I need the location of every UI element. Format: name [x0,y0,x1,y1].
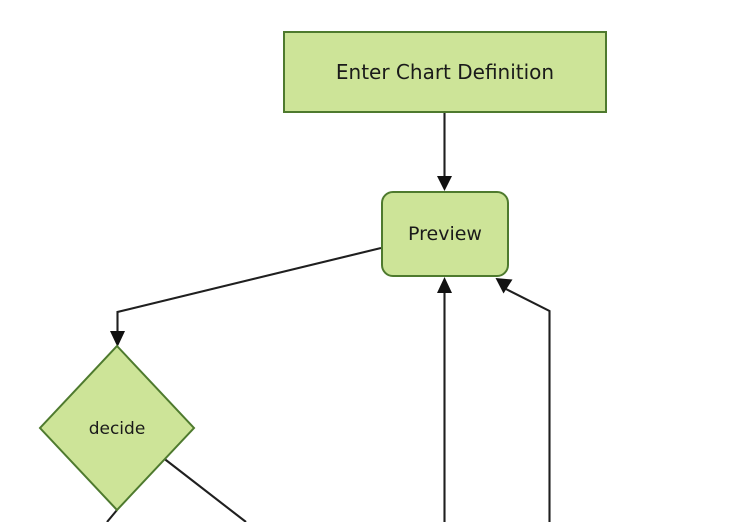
edge-decide-out-right [161,456,247,522]
arrow-head-icon [110,331,125,347]
node-preview[interactable]: Preview [381,191,509,277]
edge-decide-out-left [106,509,118,522]
node-preview-label: Preview [408,223,482,245]
node-enter-chart-definition-label: Enter Chart Definition [336,60,554,84]
node-enter-chart-definition-shape[interactable] [283,31,607,113]
edge-decide-out-left-line [106,509,118,522]
edge-preview-to-decide [110,246,382,347]
node-enter-chart-definition[interactable]: Enter Chart Definition [283,31,607,113]
edge-preview-to-decide-line [116,246,382,338]
edge-return-right-to-preview [495,278,551,522]
arrow-head-icon [437,277,452,293]
arrow-head-icon [495,278,513,294]
node-decide-label: decide [89,419,146,439]
edge-return-center-to-preview [437,277,452,522]
node-decide[interactable]: decide [38,344,196,512]
node-preview-shape[interactable] [381,191,509,277]
edge-decide-out-right-line [161,456,247,522]
edge-return-right-to-preview-line [503,287,551,522]
node-decide-shape[interactable] [38,344,196,512]
arrow-head-icon [437,176,452,191]
edge-enter-to-preview [437,113,452,191]
